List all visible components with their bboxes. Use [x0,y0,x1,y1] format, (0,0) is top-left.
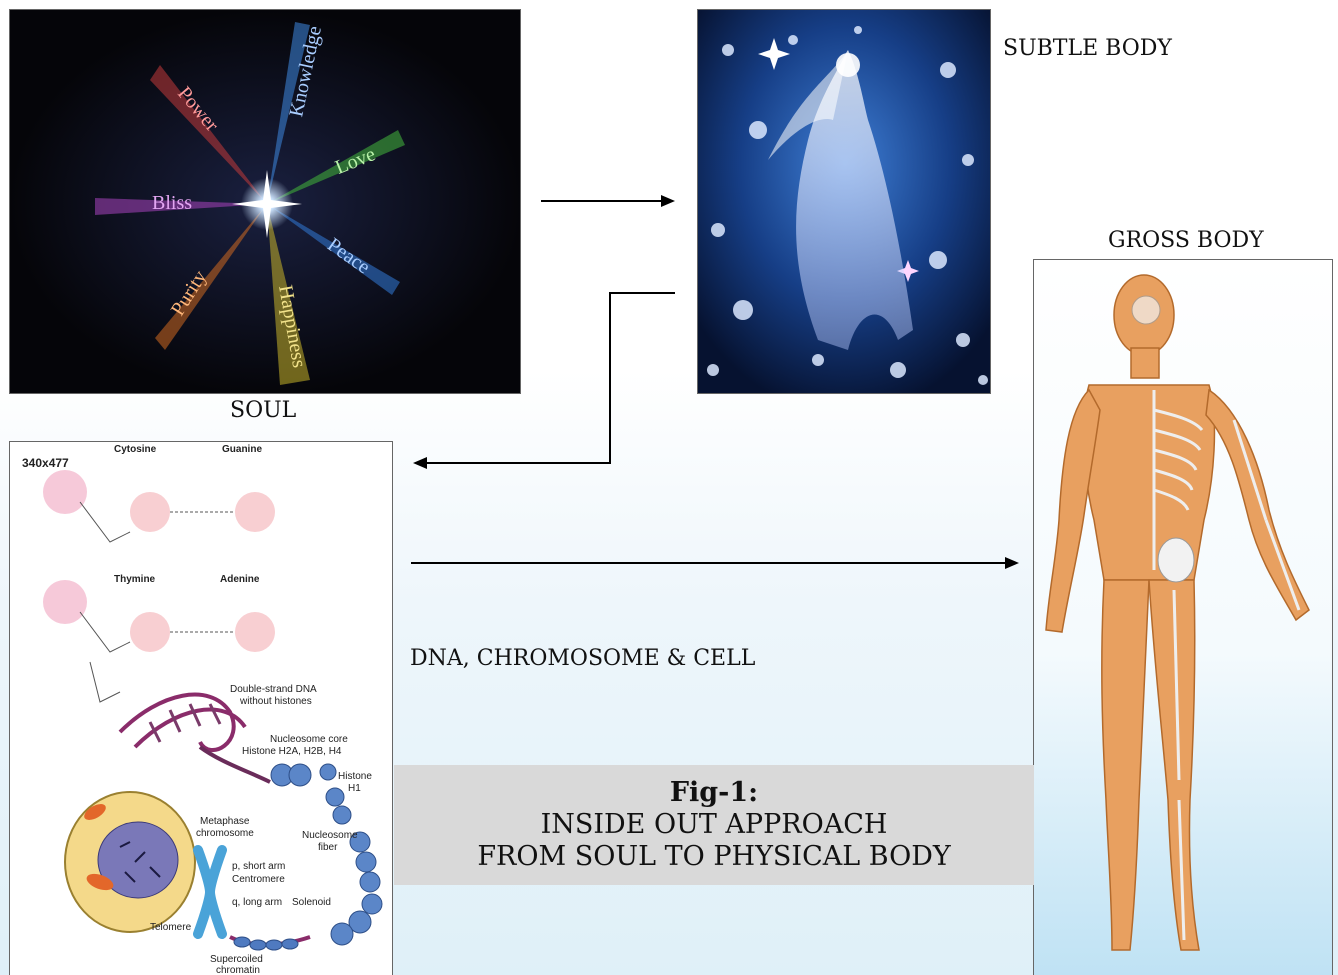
annotation-fiber: fiber [318,842,337,853]
anatomy-graphic [1034,260,1333,975]
subtle-body-image [697,9,991,394]
base-adenine: Adenine [220,574,259,585]
annotation-h1: H1 [348,783,361,794]
annotation-chromatin: chromatin [216,965,260,975]
annotation-metaphase: Metaphase [200,816,249,827]
annotation-p-short-arm: p, short arm [232,861,285,872]
annotation-centromere: Centromere [232,874,285,885]
arrow-dna-to-gross [405,552,1030,574]
annotation-chromosome: chromosome [196,828,254,839]
dna-label: DNA, CHROMOSOME & CELL [410,646,755,671]
base-thymine: Thymine [114,574,155,585]
dna-image: 340x477 Cytosine Guanine Thymine Adenine… [9,441,393,975]
annotation-nucleosome: Nucleosome [302,830,358,841]
soul-label: SOUL [230,398,296,423]
annotation-telomere: Telomere [150,922,191,933]
arrow-soul-to-subtle [535,190,680,212]
annotation-histone-h2a: Histone H2A, H2B, H4 [242,746,342,757]
annotation-solenoid: Solenoid [292,897,331,908]
ray-bliss: Bliss [152,192,192,215]
subtle-body-label: SUBTLE BODY [1003,36,1172,61]
gross-body-label: GROSS BODY [1108,228,1264,253]
base-cytosine: Cytosine [114,444,156,455]
annotation-nucleosome-core: Nucleosome core [270,734,348,745]
arrow-subtle-to-dna [405,282,685,477]
subtle-body-graphic [698,10,991,394]
dna-size-tag: 340x477 [22,456,69,470]
annotation-without-histones: without histones [240,696,312,707]
annotation-double-strand: Double-strand DNA [230,684,317,695]
annotation-q-long-arm: q, long arm [232,897,282,908]
caption-title: Fig-1: [670,777,758,809]
annotation-supercoiled: Supercoiled [210,954,263,965]
gross-body-image [1033,259,1333,975]
base-guanine: Guanine [222,444,262,455]
figure-caption: Fig-1: INSIDE OUT APPROACH FROM SOUL TO … [394,765,1034,885]
annotation-histone: Histone [338,771,372,782]
caption-line-2: FROM SOUL TO PHYSICAL BODY [477,841,950,873]
caption-line-1: INSIDE OUT APPROACH [541,809,888,841]
dna-graphic [10,442,393,975]
